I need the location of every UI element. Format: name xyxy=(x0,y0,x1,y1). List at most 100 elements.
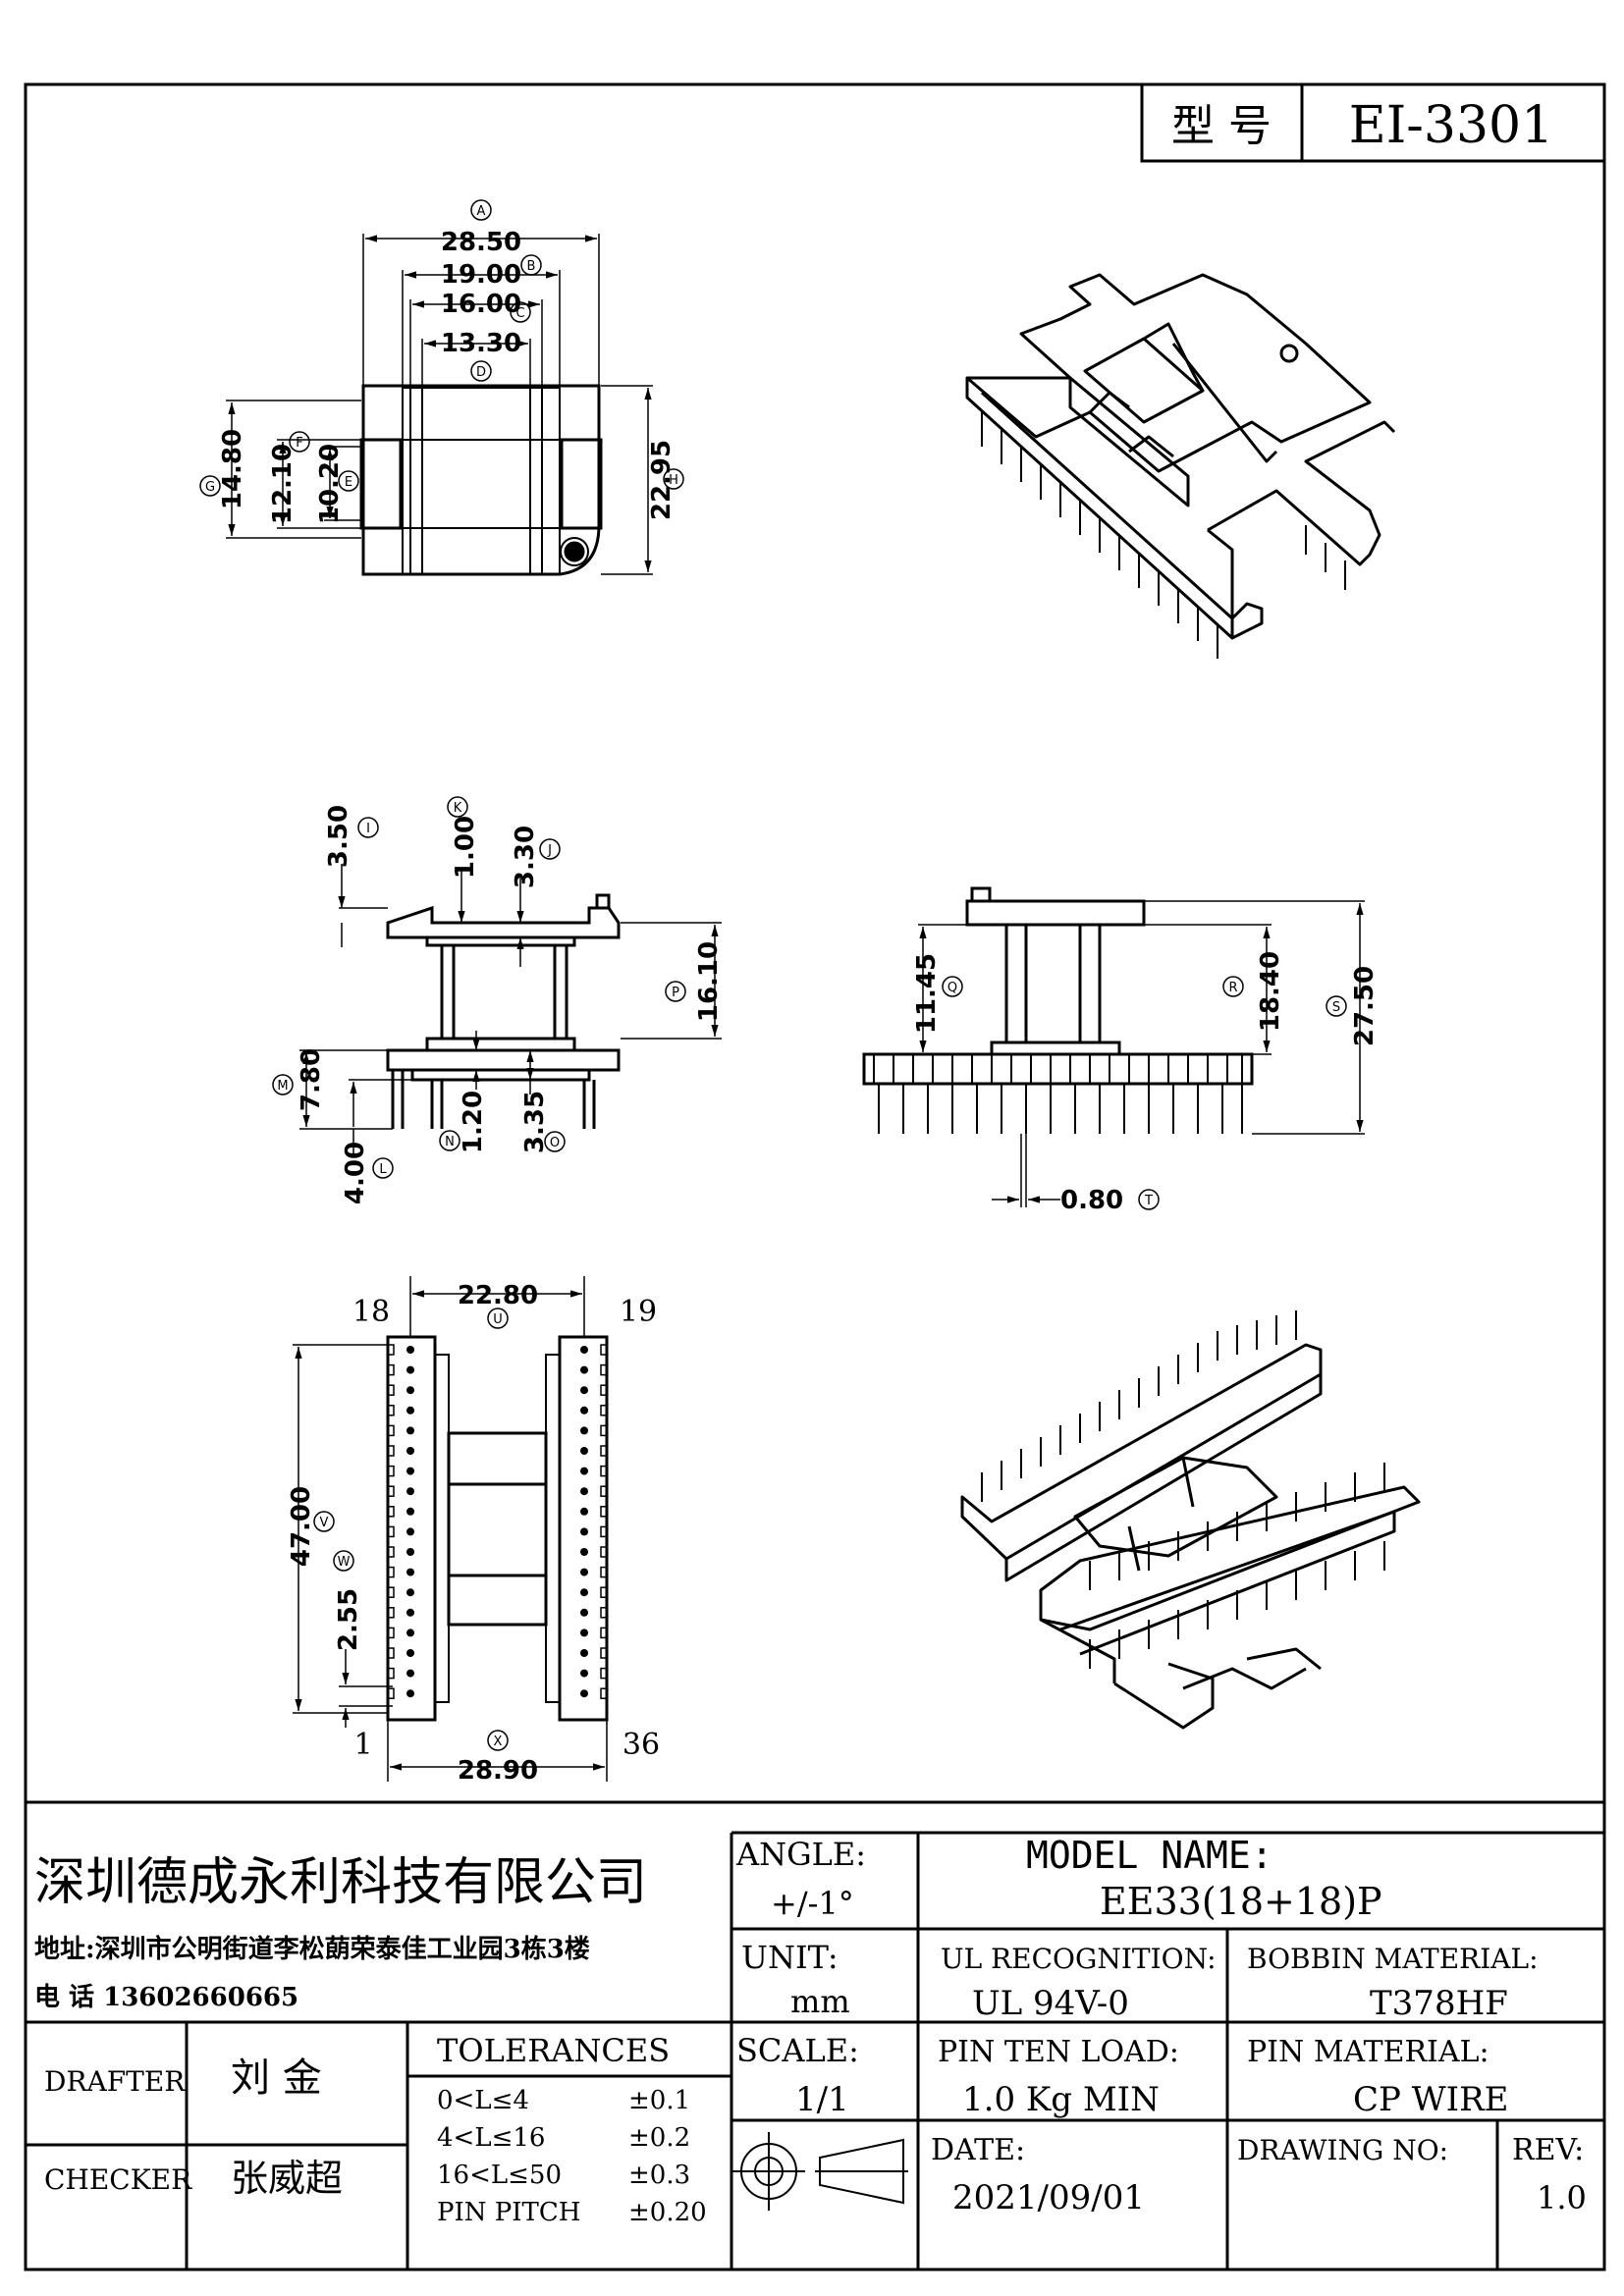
pin-notch xyxy=(387,1586,395,1598)
callout-V: V xyxy=(320,1516,329,1530)
dim-M: 7.80 xyxy=(297,1048,326,1111)
callout-B: B xyxy=(527,259,536,274)
pin-dot xyxy=(580,1669,588,1678)
callout-A: A xyxy=(477,204,486,219)
pin-notch xyxy=(387,1384,395,1396)
pin-dot xyxy=(406,1608,414,1617)
dim-B: 19.00 xyxy=(441,260,521,290)
company-name: 深圳德成永利科技有限公司 xyxy=(34,1853,647,1912)
dim-X: 28.90 xyxy=(458,1756,538,1786)
front-view xyxy=(862,886,1254,1134)
callout-N: N xyxy=(445,1135,455,1149)
front-view-dim-text: 11.45 18.40 27.50 0.80 xyxy=(912,951,1380,1215)
dim-F: 12.10 xyxy=(268,444,298,524)
pin-dot xyxy=(406,1487,414,1496)
scale-value: 1/1 xyxy=(795,2080,849,2119)
pin-dot xyxy=(406,1447,414,1455)
callout-S: S xyxy=(1332,1000,1340,1015)
callout-E: E xyxy=(345,475,352,490)
side-view-callouts: I K J P M L N O xyxy=(272,796,686,1179)
pin-label-18: 18 xyxy=(352,1295,390,1329)
side-view xyxy=(386,893,621,1129)
projection-symbol-icon xyxy=(731,2132,908,2211)
tolerance-range-3: 16<L≤50 xyxy=(437,2161,562,2190)
pin-dot xyxy=(580,1346,588,1354)
company-phone: 电 话 13602660665 xyxy=(34,1983,298,2012)
pin-notch xyxy=(600,1687,608,1699)
pin-notch xyxy=(600,1647,608,1659)
pin-dot xyxy=(580,1487,588,1496)
pin-dot xyxy=(580,1426,588,1435)
pin-notch xyxy=(600,1607,608,1619)
model-label: 型 号 xyxy=(1171,101,1272,151)
pin-load-value: 1.0 Kg MIN xyxy=(962,2080,1160,2119)
pin-dot xyxy=(406,1507,414,1516)
company-address: 地址:深圳市公明街道李松蓢荣泰佳工业园3栋3楼 xyxy=(34,1934,590,1964)
pin-notch xyxy=(387,1647,395,1659)
pin-dot xyxy=(406,1365,414,1374)
pin-dot xyxy=(580,1588,588,1597)
tolerance-value-3: ±0.3 xyxy=(628,2161,690,2190)
front-view-dims xyxy=(918,900,1365,1207)
drafter-label: DRAFTER xyxy=(44,2065,186,2098)
pin-notch xyxy=(600,1667,608,1680)
callout-U: U xyxy=(493,1312,503,1327)
pin-dot xyxy=(406,1689,414,1698)
pin-label-1: 1 xyxy=(353,1728,372,1762)
pin-notch xyxy=(600,1546,608,1558)
pin-notch xyxy=(387,1485,395,1497)
rev-value: 1.0 xyxy=(1537,2179,1587,2216)
pin-dot xyxy=(406,1386,414,1395)
callout-F: F xyxy=(296,436,302,451)
bottom-view-dim-text: 22.80 47.00 2.55 28.90 18 19 1 36 xyxy=(287,1281,660,1786)
callout-X: X xyxy=(494,1735,503,1749)
pin-dot xyxy=(406,1588,414,1597)
pin-dot xyxy=(580,1507,588,1516)
dim-R: 18.40 xyxy=(1256,951,1285,1032)
pin-dot xyxy=(406,1629,414,1637)
callout-H: H xyxy=(669,473,678,488)
callout-P: P xyxy=(672,986,679,1000)
pin-notch xyxy=(387,1607,395,1619)
callout-T: T xyxy=(1144,1194,1153,1208)
dim-G: 14.80 xyxy=(218,429,247,509)
front-view-callouts: Q R S T xyxy=(942,976,1347,1210)
callout-J: J xyxy=(547,843,552,858)
pin-notch xyxy=(600,1465,608,1477)
angle-value: +/-1° xyxy=(771,1885,854,1922)
dim-S: 27.50 xyxy=(1350,966,1380,1046)
pin-dot xyxy=(580,1406,588,1415)
pin-notch xyxy=(387,1627,395,1639)
pin-material-label: PIN MATERIAL: xyxy=(1247,2035,1489,2069)
dim-P: 16.10 xyxy=(694,941,724,1022)
callout-I: I xyxy=(366,822,370,836)
pin-notch xyxy=(600,1384,608,1396)
dim-A: 28.50 xyxy=(441,228,521,257)
callout-O: O xyxy=(550,1136,560,1150)
pin-dot xyxy=(580,1629,588,1637)
pin-notch xyxy=(387,1445,395,1457)
pin-dot xyxy=(406,1669,414,1678)
bobbin-material-label: BOBBIN MATERIAL: xyxy=(1247,1943,1539,1975)
checker-value: 张威超 xyxy=(231,2157,343,2200)
rev-label: REV: xyxy=(1512,2133,1584,2167)
bottom-view-pins-left xyxy=(387,1344,414,1699)
angle-label: ANGLE: xyxy=(735,1836,866,1873)
scale-label: SCALE: xyxy=(736,2032,859,2069)
bottom-view-callouts: U V W X xyxy=(313,1308,509,1751)
pin-dot xyxy=(406,1406,414,1415)
side-view-dim-text: 3.50 1.00 3.30 16.10 7.80 4.00 1.20 3.35 xyxy=(297,805,724,1204)
dim-Q: 11.45 xyxy=(912,953,942,1034)
callout-W: W xyxy=(338,1555,351,1570)
pin-dot xyxy=(580,1649,588,1657)
model-header: 型 号 EI-3301 xyxy=(1140,82,1606,163)
bottom-view-pins-right xyxy=(580,1344,608,1699)
pin-dot xyxy=(580,1689,588,1698)
dim-C: 16.00 xyxy=(441,290,521,319)
callout-M: M xyxy=(277,1079,288,1094)
dim-V: 47.00 xyxy=(287,1486,316,1567)
pin-notch xyxy=(387,1546,395,1558)
checker-label: CHECKER xyxy=(44,2163,192,2196)
pin-notch xyxy=(600,1627,608,1639)
